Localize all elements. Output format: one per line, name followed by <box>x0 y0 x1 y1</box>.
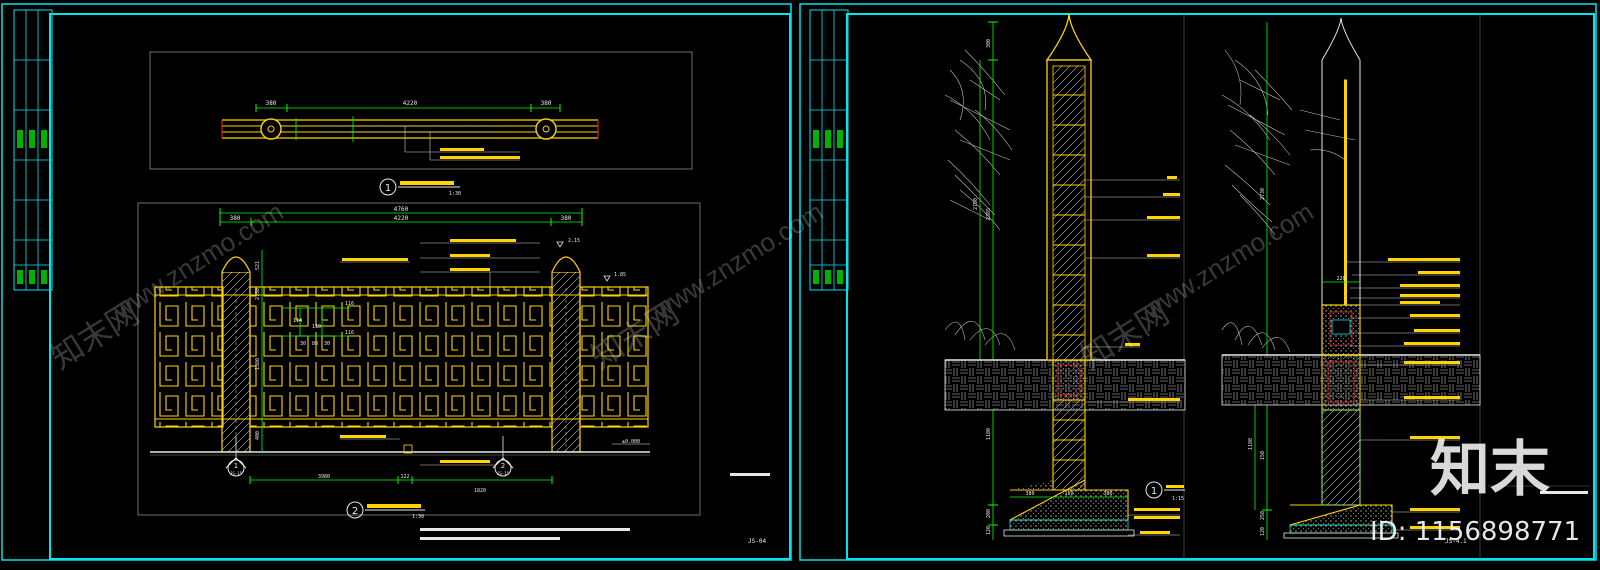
detail-dim-4: 116 <box>345 330 354 336</box>
detail-dim-1: 114 <box>293 318 302 324</box>
left-drawing-frame <box>49 13 791 560</box>
sec1-scale: 1:15 <box>1172 496 1184 502</box>
sec2-dim-mid: 220 <box>1336 276 1345 282</box>
sec2-dim-1: 2730 <box>1260 188 1266 200</box>
level-right: 1.85 <box>614 272 626 278</box>
detail-dim-6: 80 <box>312 341 318 347</box>
sec2-dim-2: 1180 <box>1248 438 1254 450</box>
plan-scale: 1:30 <box>449 191 461 197</box>
elev-dim-total: 4760 <box>394 206 409 213</box>
sec1-dim-6: 120 <box>986 526 992 535</box>
left-sheet-number: JS-04 <box>748 538 766 545</box>
watermark-site-3: www.znzmo.com <box>1136 196 1318 325</box>
section-marker-1: 1 JS-15 <box>225 436 247 477</box>
sec2-dim-4: 150 <box>1260 451 1266 460</box>
elev-scale: 1:30 <box>412 514 424 520</box>
elev-dim-post-left: 380 <box>230 215 241 222</box>
elev-dim-left-1: 521 <box>255 261 261 270</box>
detail-dim-2: 110 <box>312 324 321 330</box>
elevation-view: 4760 380 4220 380 <box>137 202 770 540</box>
elev-callout-number: 2 <box>352 506 358 517</box>
sec1-dim-bottom-3: 300 <box>1103 491 1112 497</box>
plan-dim-2: 4220 <box>403 100 418 107</box>
elev-dim-left-2: 2150 <box>255 288 261 300</box>
sec1-dim-2: 2750 <box>973 198 979 210</box>
left-title-strip <box>13 9 53 291</box>
sec1-callout-number: 1 <box>1151 486 1157 497</box>
sec1-dim-3: 2385 <box>986 208 992 220</box>
detail-dim-3: 116 <box>345 301 354 307</box>
right-drawing-frame <box>846 13 1595 560</box>
right-sheet: 300 2750 2385 1180 200 120 <box>799 3 1597 561</box>
plan-callout-number: 1 <box>385 183 391 194</box>
tree-foliage-left <box>944 49 1016 351</box>
plan-dim-3: 380 <box>541 100 552 107</box>
right-title-strip <box>809 9 849 291</box>
elev-dim-bottom-1: 3980 <box>318 474 330 480</box>
section-marker-1-sheet: JS-15 <box>230 471 243 476</box>
elev-dim-bottom-3: 1820 <box>474 488 486 494</box>
sec2-dim-6: 120 <box>1260 527 1266 536</box>
plan-dim-1: 380 <box>266 100 277 107</box>
watermark-site-2: www.znzmo.com <box>646 196 828 325</box>
sec1-dim-bottom-2: 150 <box>1064 491 1073 497</box>
sec1-dim-bottom-1: 380 <box>1025 491 1034 497</box>
section-marker-2-number: 2 <box>501 462 505 470</box>
plan-view: 380 4220 380 <box>149 51 693 197</box>
elev-post-left <box>221 256 251 453</box>
sec1-brick-courses <box>1053 94 1085 336</box>
left-sheet: 380 4220 380 <box>1 3 792 561</box>
brand-block: 知末 ID: 1156898771 <box>1370 435 1580 547</box>
sec1-dim-5: 200 <box>986 509 992 518</box>
sec2-dim-5: 250 <box>1260 511 1266 520</box>
section-2: 2730 1180 300 150 250 120 <box>1221 17 1590 540</box>
brand-logo: 知末 <box>1430 435 1550 505</box>
detail-dim-7: 30 <box>324 341 330 347</box>
right-sheet-number: JS-4.1 <box>1445 538 1467 545</box>
section-1: 300 2750 2385 1180 200 120 <box>944 13 1186 540</box>
sec2-leaders <box>1347 261 1460 531</box>
elev-dim-span: 4220 <box>394 215 409 222</box>
level-ground: ±0.000 <box>622 439 640 445</box>
elev-dim-bottom-2: 122 <box>400 474 409 480</box>
level-top: 2.15 <box>568 238 580 244</box>
elev-dim-left-3: 1300 <box>255 358 261 370</box>
section-marker-2: 2 JS-15 <box>492 436 514 477</box>
elev-dim-left-4: 400 <box>255 431 261 440</box>
tree-foliage-right <box>1221 49 1356 353</box>
detail-dim-5: 30 <box>300 341 306 347</box>
sec1-dim-1: 300 <box>986 39 992 48</box>
sec1-dim-4: 1180 <box>986 428 992 440</box>
section-marker-1-number: 1 <box>234 462 238 470</box>
elev-post-right <box>551 256 581 453</box>
section-marker-2-sheet: JS-15 <box>497 471 510 476</box>
left-sheet-outer-border <box>1 3 792 561</box>
elev-dim-post-right: 380 <box>561 215 572 222</box>
id-label: ID: 1156898771 <box>1370 517 1580 547</box>
sec1-leaders <box>1085 179 1180 536</box>
